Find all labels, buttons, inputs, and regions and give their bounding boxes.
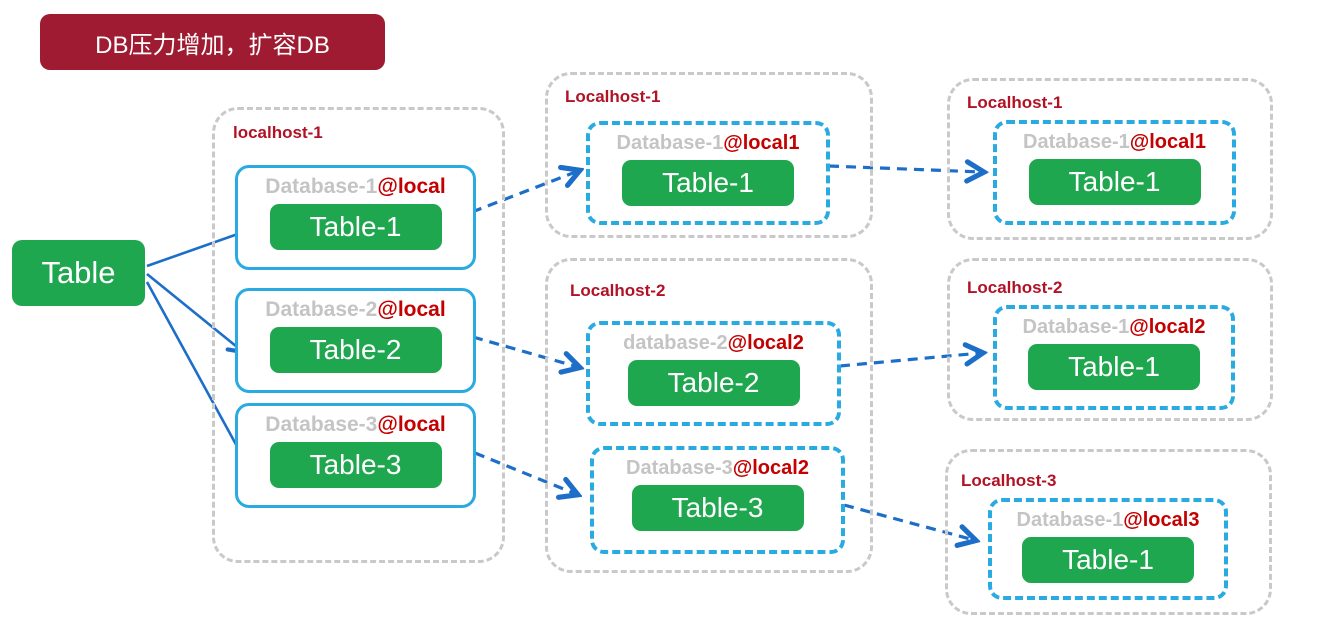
title-banner: DB压力增加，扩容DB	[40, 14, 385, 70]
database-box: Database-2@local Table-2	[235, 288, 476, 393]
table-node: Table-2	[269, 327, 442, 374]
database-host-suffix: @local2	[1129, 316, 1206, 338]
title-text: DB压力增加，扩容DB	[95, 31, 330, 59]
stage3-host3-container: Localhost-3 Database-1@local3 Table-1	[945, 449, 1272, 615]
stage3-host2-container: Localhost-2 Database-1@local2 Table-1	[947, 258, 1273, 421]
table-node: Table-1	[269, 204, 442, 251]
database-name: Database-1@local1	[617, 132, 800, 155]
host-label: Localhost-1	[967, 93, 1063, 112]
table-node: Table-2	[627, 360, 800, 406]
database-name-text: Database-1	[616, 132, 724, 154]
source-table-label: Table	[41, 255, 116, 290]
host-label: Localhost-3	[961, 471, 1057, 490]
database-name-text: Database-3	[265, 413, 378, 436]
database-box: Database-1@local2 Table-1	[993, 305, 1235, 410]
table-node: Table-1	[1022, 537, 1194, 583]
host-label: localhost-1	[233, 123, 323, 142]
database-name-text: Database-1	[265, 175, 378, 198]
host-label: Localhost-2	[967, 278, 1063, 297]
stage2-host1-container: Localhost-1 Database-1@local1 Table-1	[545, 72, 873, 238]
database-box: Database-3@local Table-3	[235, 403, 476, 508]
stage3-host1-container: Localhost-1 Database-1@local1 Table-1	[947, 78, 1273, 240]
database-host-suffix: @local1	[723, 132, 800, 154]
database-name-text: Database-2	[265, 298, 378, 321]
database-name: Database-3@local2	[626, 457, 809, 480]
database-name: Database-1@local3	[1017, 509, 1200, 532]
source-table-node: Table	[12, 240, 145, 306]
stage1-host-container: localhost-1 Database-1@local Table-1 Dat…	[212, 107, 505, 563]
database-box: Database-1@local1 Table-1	[586, 121, 830, 225]
database-box: database-2@local2 Table-2	[586, 321, 841, 426]
table-node: Table-1	[1028, 159, 1201, 205]
database-host-suffix: @local	[377, 413, 446, 436]
database-name-text: Database-1	[1023, 131, 1130, 153]
table-node: Table-1	[1028, 344, 1200, 390]
database-name-text: Database-1	[1016, 509, 1124, 531]
database-name: Database-1@local	[265, 175, 445, 199]
database-name-text: Database-1	[1022, 316, 1130, 338]
database-name: database-2@local2	[623, 332, 804, 355]
stage2-host2-container: Localhost-2 database-2@local2 Table-2 Da…	[545, 258, 873, 573]
database-host-suffix: @local2	[727, 332, 804, 354]
database-host-suffix: @local1	[1129, 131, 1206, 153]
database-name-text: database-2	[623, 332, 728, 354]
database-host-suffix: @local	[377, 298, 446, 321]
database-box: Database-1@local Table-1	[235, 165, 476, 270]
table-node: Table-3	[269, 442, 442, 489]
database-box: Database-1@local1 Table-1	[993, 120, 1236, 225]
table-node: Table-3	[631, 485, 804, 531]
database-box: Database-1@local3 Table-1	[988, 498, 1228, 600]
database-host-suffix: @local3	[1123, 509, 1200, 531]
database-box: Database-3@local2 Table-3	[590, 446, 845, 554]
database-name: Database-1@local1	[1023, 131, 1206, 154]
table-node: Table-1	[622, 160, 794, 206]
host-label: Localhost-2	[570, 281, 666, 300]
database-name: Database-1@local2	[1023, 316, 1206, 339]
database-host-suffix: @local	[377, 175, 446, 198]
host-label: Localhost-1	[565, 87, 661, 106]
database-name: Database-3@local	[265, 413, 445, 437]
database-name: Database-2@local	[265, 298, 445, 322]
database-name-text: Database-3	[626, 457, 733, 479]
database-host-suffix: @local2	[732, 457, 809, 479]
